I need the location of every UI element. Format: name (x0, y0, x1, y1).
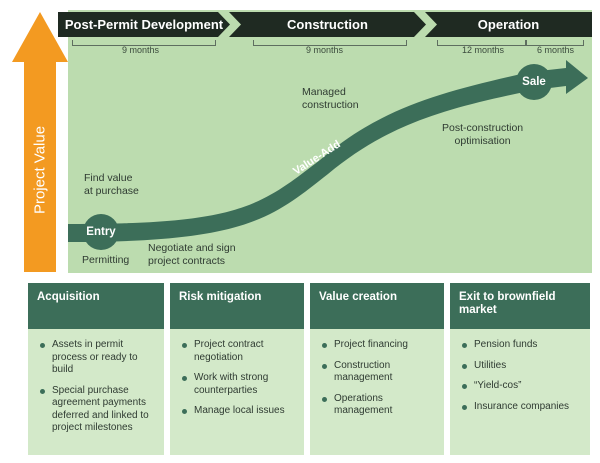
list-item: Pension funds (462, 339, 582, 352)
sale-node (516, 64, 552, 100)
list-item: Assets in permit process or ready to bui… (40, 339, 156, 377)
phase-label: Post-Permit Development (64, 17, 224, 32)
list-item: “Yield-cos” (462, 380, 582, 393)
phase-construction: Construction (229, 12, 426, 37)
list-item: Project contract negotiation (182, 339, 296, 364)
card-title: Value creation (310, 283, 444, 329)
value-add-curve (68, 60, 588, 250)
list-item: Construction management (322, 360, 436, 385)
duration-label: 6 months (537, 45, 575, 55)
duration-label: 9 months (122, 45, 160, 55)
card-list: Assets in permit process or ready to bui… (28, 329, 164, 435)
annotation-permitting: Permitting (82, 254, 130, 266)
card-list: Pension funds Utilities “Yield-cos” Insu… (450, 329, 590, 413)
duration-bracket (253, 40, 407, 46)
list-item: Insurance companies (462, 401, 582, 414)
list-item: Utilities (462, 360, 582, 373)
duration-bracket (72, 40, 216, 46)
card-list: Project financing Construction managemen… (310, 329, 444, 418)
card-title: Exit to brownfield market (450, 283, 590, 329)
list-item: Project financing (322, 339, 436, 352)
strategy-cards: Acquisition Assets in permit process or … (28, 283, 590, 455)
list-item: Manage local issues (182, 405, 296, 418)
phase-operation: Operation (425, 12, 592, 37)
card-exit-market: Exit to brownfield market Pension funds … (450, 283, 590, 455)
entry-node (83, 214, 119, 250)
duration-label: 12 months (462, 45, 505, 55)
sale-label: Sale (522, 76, 546, 88)
card-value-creation: Value creation Project financing Constru… (310, 283, 444, 455)
phase-post-permit: Post-Permit Development (58, 12, 230, 37)
card-title: Acquisition (28, 283, 164, 329)
project-value-arrow (12, 12, 68, 272)
card-list: Project contract negotiation Work with s… (170, 329, 304, 418)
entry-label: Entry (86, 226, 116, 238)
card-risk-mitigation: Risk mitigation Project contract negotia… (170, 283, 304, 455)
list-item: Special purchase agreement payments defe… (40, 385, 156, 435)
duration-label: 9 months (306, 45, 344, 55)
list-item: Operations management (322, 393, 436, 418)
list-item: Work with strong counterparties (182, 372, 296, 397)
card-title: Risk mitigation (170, 283, 304, 329)
duration-bracket (437, 40, 527, 46)
duration-bracket (525, 40, 584, 46)
card-acquisition: Acquisition Assets in permit process or … (28, 283, 164, 455)
phase-label: Construction (287, 17, 368, 32)
phase-label: Operation (477, 17, 540, 32)
